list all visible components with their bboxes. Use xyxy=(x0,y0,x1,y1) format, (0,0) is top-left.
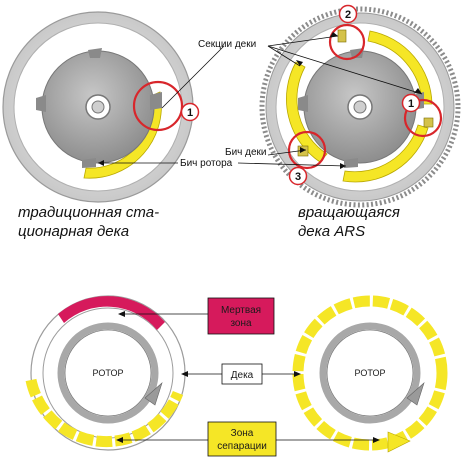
dead-zone-label-line2: зона xyxy=(230,318,252,329)
separation-label-line1: Зона xyxy=(231,428,254,439)
callout-ring xyxy=(132,80,184,132)
traditional-deck-illustration: 1 xyxy=(2,11,200,203)
rotor-label-left: РОТОР xyxy=(93,368,124,378)
leader-lines xyxy=(98,35,423,167)
legend-deck: Дека xyxy=(221,363,263,385)
legend-separation-zone: Зона сепарации xyxy=(207,421,277,457)
caption-ars-line2: дека ARS xyxy=(298,223,365,240)
label-rotor-bar: Бич ротора xyxy=(180,158,233,169)
callout-number: 3 xyxy=(295,171,301,183)
schematic-ars: РОТОР xyxy=(292,295,448,453)
callout-ring xyxy=(287,130,327,170)
caption-traditional-line2: ционарная дека xyxy=(18,223,129,240)
callout-ring xyxy=(403,98,443,138)
legend-dead-zone: Мертвая зона xyxy=(207,297,275,335)
callout-badge xyxy=(180,102,200,122)
rotor-label-right: РОТОР xyxy=(355,368,386,378)
label-deck-bar: Бич деки xyxy=(225,147,267,158)
schematic-traditional: РОТОР xyxy=(25,295,186,451)
caption-ars-line1: вращающаяся xyxy=(298,204,400,221)
label-deck-sections: Секции деки xyxy=(198,39,256,50)
dead-zone-label-line1: Мертвая xyxy=(221,305,261,316)
callout-ring xyxy=(328,23,366,61)
separation-label-line2: сепарации xyxy=(217,441,267,452)
callout-badge xyxy=(288,166,308,186)
callout-number: 2 xyxy=(345,9,351,21)
callout-number: 1 xyxy=(408,98,414,110)
ars-rotating-deck-illustration: 2 1 3 xyxy=(259,4,461,208)
callout-badge xyxy=(401,93,421,113)
caption-traditional-line1: традиционная ста- xyxy=(18,204,159,221)
callout-badge xyxy=(338,4,358,24)
callout-number: 1 xyxy=(187,107,193,119)
deck-label: Дека xyxy=(231,370,254,381)
dead-zone xyxy=(58,296,165,330)
